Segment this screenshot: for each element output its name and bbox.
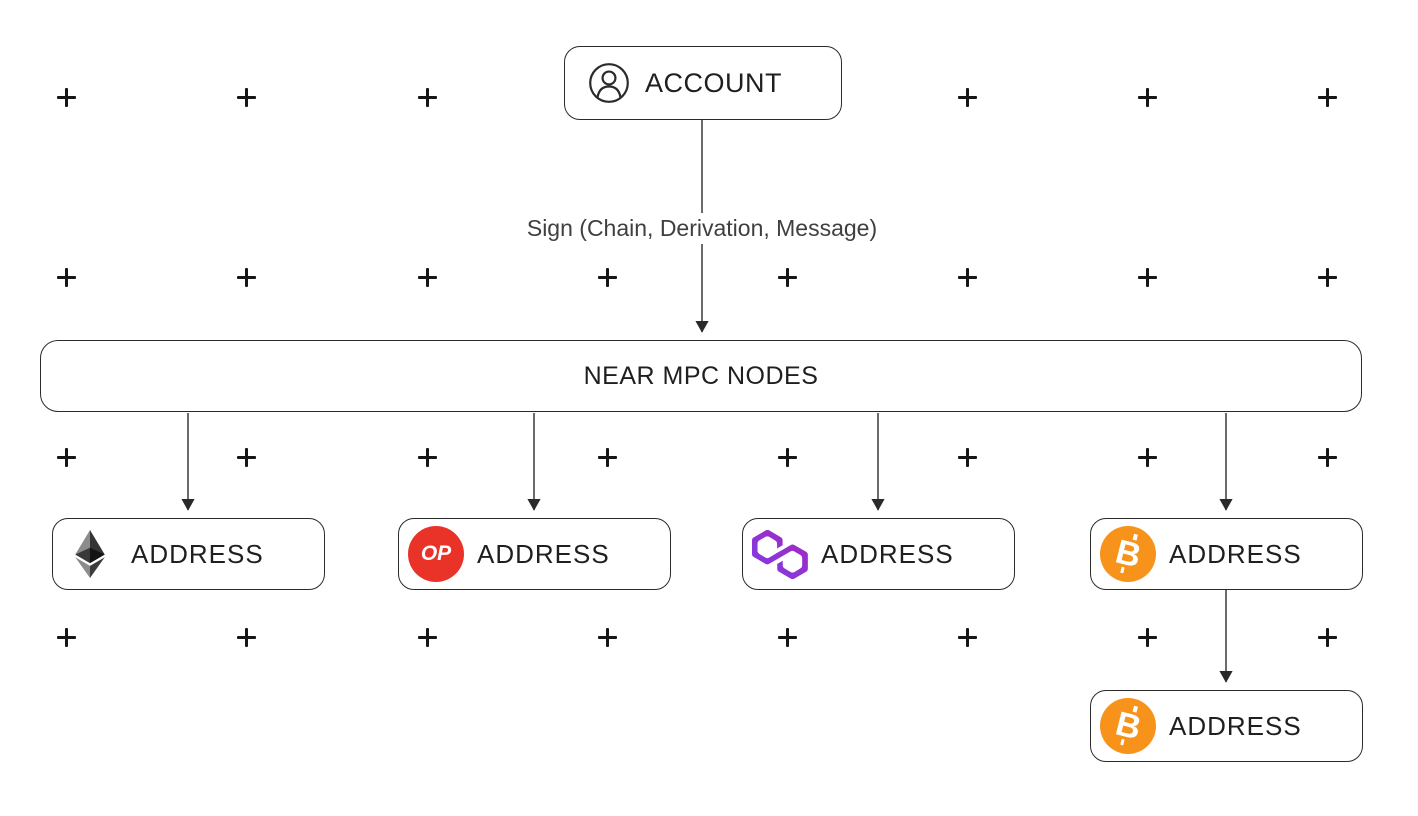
address-label: ADDRESS [821,538,954,569]
grid-plus-decoration [778,448,797,467]
near-mpc-nodes-node: NEAR MPC NODES [40,340,1362,412]
grid-plus-decoration [958,628,977,647]
bitcoin-icon-glyph: B [1111,704,1145,748]
polygon-icon [752,526,808,582]
sign-arrow-label: Sign (Chain, Derivation, Message) [516,213,888,244]
grid-plus-decoration [57,628,76,647]
bitcoin-derived-address-node: B ADDRESS [1090,690,1363,762]
grid-plus-decoration [598,268,617,287]
grid-plus-decoration [1318,88,1337,107]
grid-plus-decoration [598,448,617,467]
grid-plus-decoration [1138,628,1157,647]
grid-plus-decoration [1318,448,1337,467]
grid-plus-decoration [1138,88,1157,107]
bitcoin-icon: B [1100,698,1156,754]
polygon-address-node: ADDRESS [742,518,1015,590]
grid-plus-decoration [598,628,617,647]
grid-plus-decoration [237,628,256,647]
grid-plus-decoration [1318,268,1337,287]
grid-plus-decoration [418,448,437,467]
grid-plus-decoration [418,628,437,647]
grid-plus-decoration [1318,628,1337,647]
grid-plus-decoration [958,88,977,107]
bitcoin-icon: B [1100,526,1156,582]
address-label: ADDRESS [1169,710,1302,741]
grid-plus-decoration [237,88,256,107]
optimism-icon-text: OP [420,542,452,565]
address-label: ADDRESS [1169,538,1302,569]
grid-plus-decoration [57,448,76,467]
grid-plus-decoration [778,628,797,647]
optimism-address-node: OP ADDRESS [398,518,671,590]
mpc-label: NEAR MPC NODES [583,361,819,390]
bitcoin-address-node: B ADDRESS [1090,518,1363,590]
optimism-icon: OP [408,526,464,582]
ethereum-address-node: ADDRESS [52,518,325,590]
grid-plus-decoration [778,268,797,287]
grid-plus-decoration [958,448,977,467]
account-label: ACCOUNT [645,67,782,98]
grid-plus-decoration [57,268,76,287]
address-label: ADDRESS [131,538,264,569]
grid-plus-decoration [418,88,437,107]
ethereum-icon [62,526,118,582]
grid-plus-decoration [958,268,977,287]
grid-plus-decoration [237,448,256,467]
bitcoin-icon-glyph: B [1111,532,1145,576]
grid-plus-decoration [1138,268,1157,287]
grid-plus-decoration [237,268,256,287]
account-node: ACCOUNT [564,46,842,120]
grid-plus-decoration [57,88,76,107]
user-icon [589,63,629,103]
grid-plus-decoration [418,268,437,287]
address-label: ADDRESS [477,538,610,569]
grid-plus-decoration [1138,448,1157,467]
